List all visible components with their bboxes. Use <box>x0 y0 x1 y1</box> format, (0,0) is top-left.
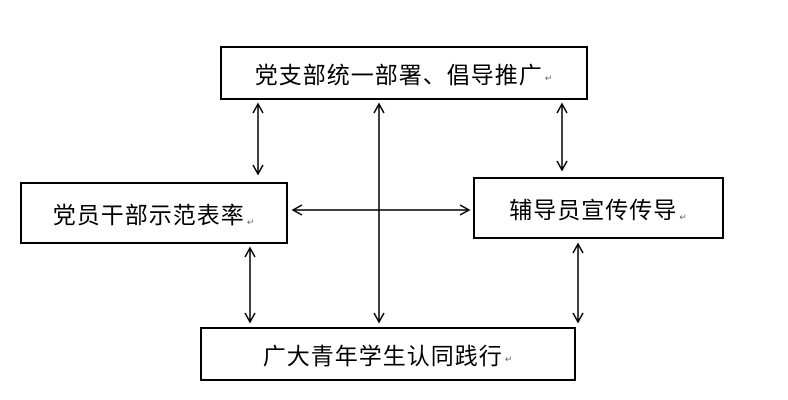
node-bottom-label: 广大青年学生认同践行 <box>262 344 503 370</box>
node-bottom: 广大青年学生认同践行↵ <box>200 327 576 381</box>
node-left: 党员干部示范表率↵ <box>20 182 288 244</box>
node-left-label: 党员干部示范表率 <box>52 203 245 229</box>
paragraph-mark: ↵ <box>246 218 256 228</box>
node-right: 辅导员宣传传导↵ <box>473 177 724 239</box>
paragraph-mark: ↵ <box>544 74 554 84</box>
node-top-label: 党支部统一部署、倡导推广 <box>254 63 543 89</box>
paragraph-mark: ↵ <box>679 213 688 223</box>
node-right-label: 辅导员宣传传导 <box>509 198 678 224</box>
node-top: 党支部统一部署、倡导推广↵ <box>220 46 588 100</box>
paragraph-mark: ↵ <box>504 355 514 365</box>
